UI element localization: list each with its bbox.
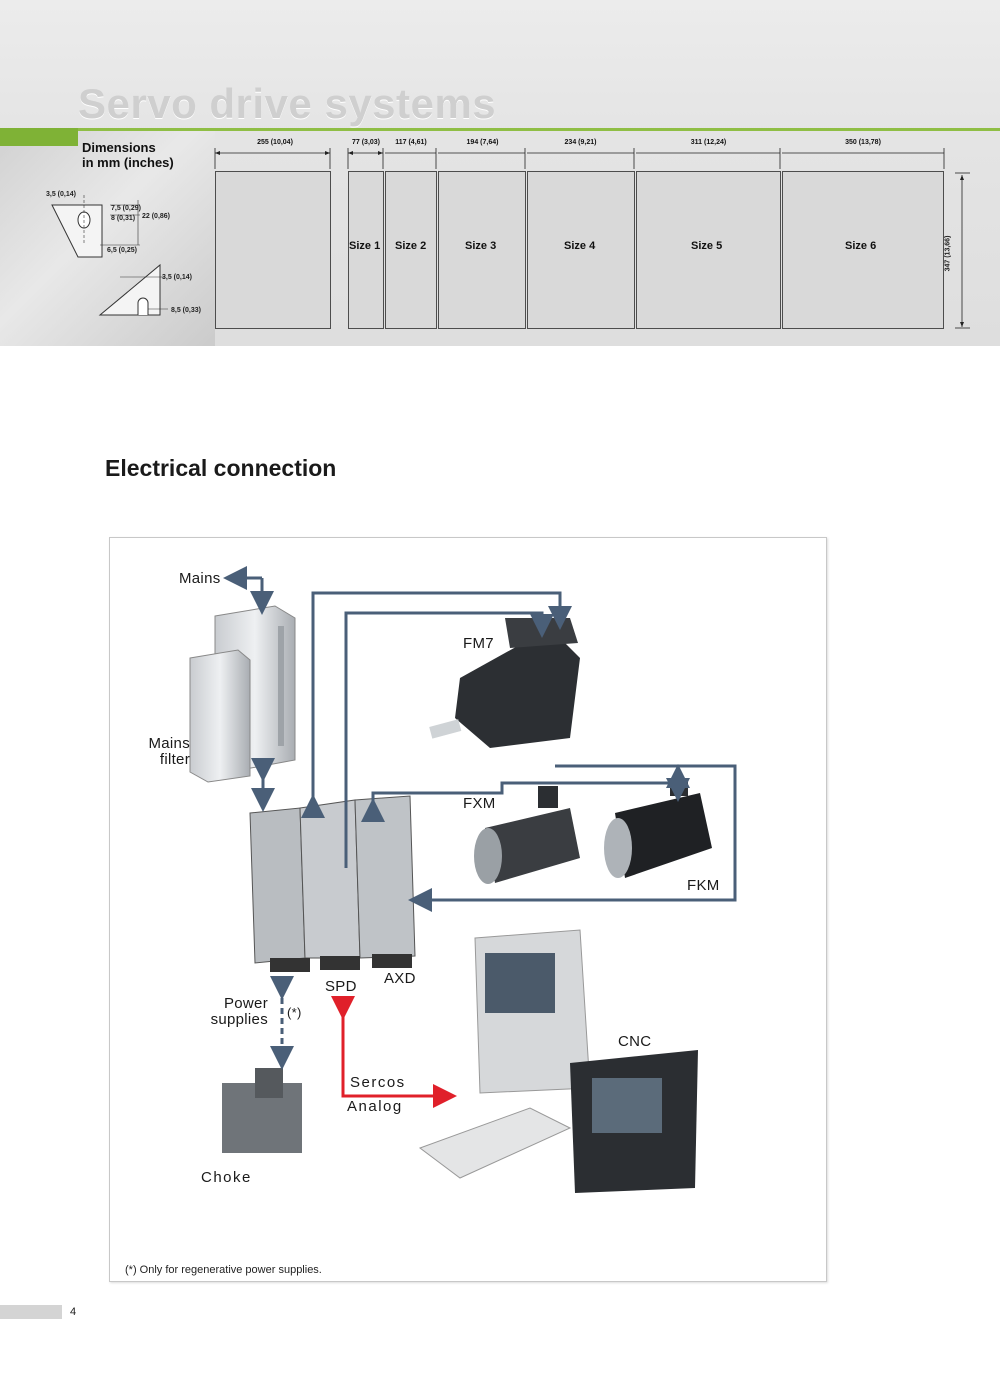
accent-line <box>78 128 1000 131</box>
size-4-label: Size 4 <box>564 240 596 252</box>
axd-label: AXD <box>384 970 416 987</box>
dim-label: 8 (0,31) <box>111 215 136 222</box>
width-label: 77 (3,03) <box>351 139 381 146</box>
dimensions-title-line2: in mm (inches) <box>82 155 174 170</box>
width-label: 255 (10,04) <box>257 139 293 146</box>
choke-image <box>222 1068 302 1153</box>
dim-label: 22 (0,86) <box>142 213 171 220</box>
power-supplies-label-line2: supplies <box>210 1011 268 1028</box>
width-label: 194 (7,64) <box>466 139 499 146</box>
page-title: Servo drive systems <box>78 80 497 127</box>
cnc-label: CNC <box>618 1033 652 1050</box>
section-title: Electrical connection <box>105 455 337 481</box>
size-6-label: Size 6 <box>845 240 877 252</box>
width-label: 234 (9,21) <box>564 139 597 146</box>
size-2-panel <box>385 171 437 329</box>
dimension-lines <box>214 148 970 329</box>
mains-filter-label-line1: Mains <box>148 735 190 752</box>
size-2-label: Size 2 <box>395 240 427 252</box>
fm7-label: FM7 <box>463 635 494 652</box>
dim-label: 7,5 (0,29) <box>111 205 141 212</box>
dimensions-title-line1: Dimensions <box>82 140 156 155</box>
sercos-label: Sercos <box>350 1074 406 1091</box>
connection-diagram-graphics <box>189 566 737 1193</box>
width-label: 311 (12,24) <box>690 139 727 146</box>
accent-bar <box>0 128 78 146</box>
size-1-label: Size 1 <box>349 240 381 252</box>
size-6-panel <box>782 171 944 329</box>
mounting-detail-drawing <box>51 195 168 316</box>
size-5-label: Size 5 <box>691 240 723 252</box>
mains-label: Mains <box>179 570 221 587</box>
page-number: 4 <box>62 1305 84 1319</box>
size-4-panel <box>527 171 635 329</box>
mains-filter-image <box>189 605 296 783</box>
fm7-motor-image <box>429 618 580 748</box>
fxm-label: FXM <box>463 795 496 812</box>
choke-label: Choke <box>201 1169 252 1186</box>
width-label: 350 (13,78) <box>845 139 881 146</box>
width-label: 117 (4,61) <box>395 139 427 146</box>
size-3-label: Size 3 <box>465 240 497 252</box>
dim-label: 3,5 (0,14) <box>46 191 76 198</box>
side-view-panel <box>215 171 331 329</box>
dimensions-title: Dimensions in mm (inches) <box>82 140 174 170</box>
fkm-motor-image <box>604 778 712 878</box>
drive-units-image <box>249 795 416 972</box>
dim-label: 3,5 (0,14) <box>162 274 192 281</box>
mains-filter-label: Mains filter <box>140 736 190 768</box>
height-label: 347 (13,66) <box>944 235 952 272</box>
size-3-panel <box>438 171 526 329</box>
regen-mark: (*) <box>287 1005 302 1020</box>
power-supplies-label: Power supplies <box>200 996 268 1028</box>
fkm-label: FKM <box>687 877 720 894</box>
power-supplies-label-line1: Power <box>223 995 268 1012</box>
dim-label: 6,5 (0,25) <box>107 247 137 254</box>
dim-label: 8,5 (0,33) <box>171 307 201 314</box>
size-1-panel <box>348 171 384 329</box>
footnote: (*) Only for regenerative power supplies… <box>125 1264 322 1276</box>
spd-label: SPD <box>325 978 357 995</box>
cnc-image <box>418 929 698 1193</box>
analog-label: Analog <box>347 1098 403 1115</box>
mains-filter-label-line2: filter <box>159 751 190 768</box>
size-5-panel <box>636 171 781 329</box>
